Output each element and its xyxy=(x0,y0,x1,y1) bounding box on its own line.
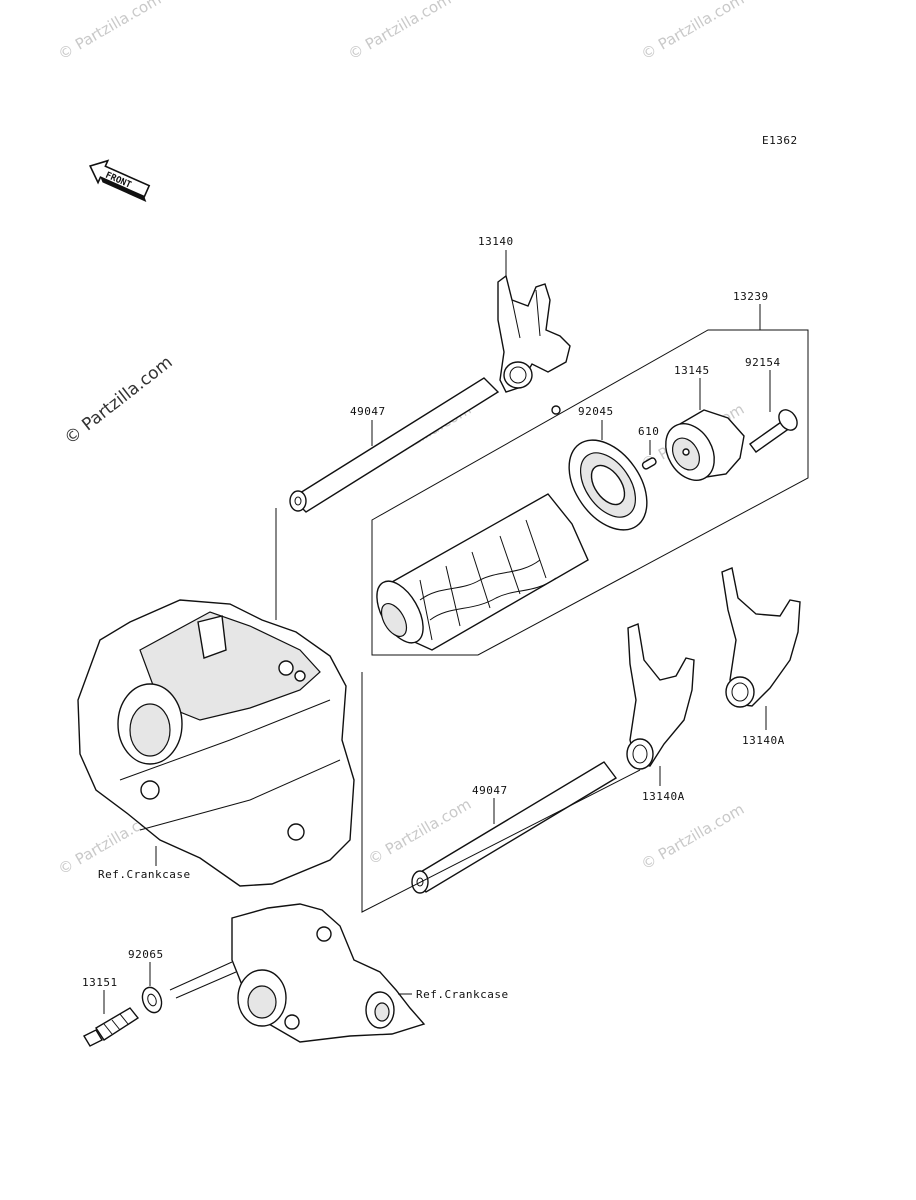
crankcase-lower xyxy=(169,903,426,1043)
crankcase-upper xyxy=(77,599,355,887)
shift-drum-cam-13145[interactable] xyxy=(656,409,745,489)
shift-fork-13140A-right[interactable] xyxy=(721,567,801,708)
part-label-13239[interactable]: 13239 xyxy=(733,290,769,303)
pin-610[interactable] xyxy=(641,457,657,470)
part-label-92045[interactable]: 92045 xyxy=(578,405,614,418)
part-label-13140A[interactable]: 13140A xyxy=(642,790,685,803)
diagram-code: E1362 xyxy=(762,134,798,147)
part-label-92065[interactable]: 92065 xyxy=(128,948,164,961)
part-label-13140[interactable]: 13140 xyxy=(478,235,514,248)
partzilla-watermark: © Partzilla.com xyxy=(61,352,177,449)
shift-fork-13140A-mid[interactable] xyxy=(626,623,695,770)
ref-label-crankcase[interactable]: Ref.Crankcase xyxy=(416,988,509,1001)
part-label-13145[interactable]: 13145 xyxy=(674,364,710,377)
watermark: © Partzilla.com xyxy=(55,0,164,63)
switch-13151[interactable] xyxy=(83,1007,140,1047)
watermark: © Partzilla.com xyxy=(345,0,454,63)
assembly-outline xyxy=(371,329,809,656)
watermark: © Partzilla.com xyxy=(638,0,747,63)
shift-fork-13140[interactable] xyxy=(497,274,571,415)
shift-rod-49047-top[interactable] xyxy=(289,377,500,513)
part-label-13151[interactable]: 13151 xyxy=(82,976,118,989)
shift-drum[interactable] xyxy=(367,493,589,651)
front-arrow-icon: FRONT xyxy=(88,159,151,202)
part-label-13140A[interactable]: 13140A xyxy=(742,734,785,747)
part-label-92154[interactable]: 92154 xyxy=(745,356,781,369)
part-label-49047[interactable]: 49047 xyxy=(472,784,508,797)
part-label-49047[interactable]: 49047 xyxy=(350,405,386,418)
ref-label-crankcase[interactable]: Ref.Crankcase xyxy=(98,868,191,881)
washer-92065[interactable] xyxy=(139,985,165,1016)
bearing-92045[interactable] xyxy=(553,426,663,545)
part-label-610[interactable]: 610 xyxy=(638,425,659,438)
watermark: © Partzilla.com xyxy=(638,800,747,873)
group-bracket xyxy=(361,672,641,913)
bolt-92154[interactable] xyxy=(749,406,801,453)
